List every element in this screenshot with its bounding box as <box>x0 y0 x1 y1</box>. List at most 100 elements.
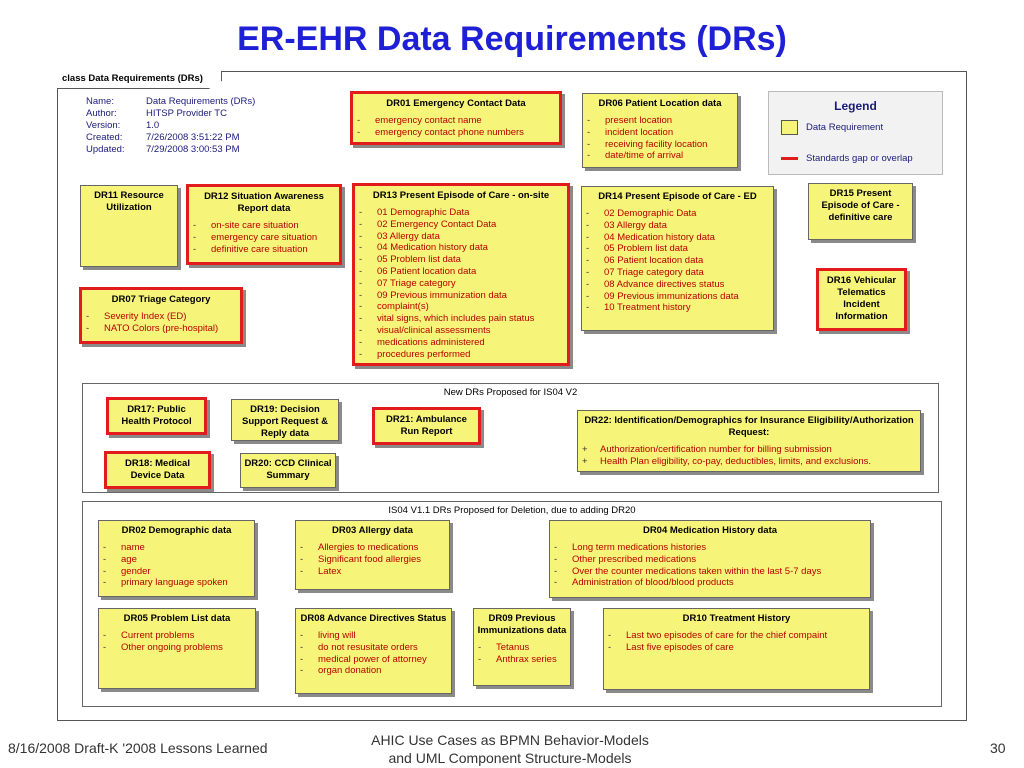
dr-item: -01 Demographic Data <box>359 207 470 218</box>
dr-title: DR16 Vehicular Telematics Incident Infor… <box>826 275 897 322</box>
dr-item-list: -Severity Index (ED)-NATO Colors (pre-ho… <box>82 311 240 335</box>
dr-item: -medical power of attorney <box>300 653 427 665</box>
dr01-box: DR01 Emergency Contact Data -emergency co… <box>350 91 562 145</box>
dr08-box: DR08 Advance Directives Status -living wi… <box>295 608 452 694</box>
dr-item-list: -present location-incident location-rece… <box>583 115 737 162</box>
dr-item: -visual/clinical assessments <box>359 324 491 336</box>
dr-item: -emergency contact name <box>357 115 482 126</box>
dr20-title: DR20: CCD Clinical Summary <box>244 458 332 481</box>
dr-item: -03 Allergy data <box>359 230 440 242</box>
dr-item: -08 Advance directives status <box>586 278 725 290</box>
dr-item: -09 Previous immunizations data <box>586 290 739 302</box>
dr18-title: DR18: Medical Device Data <box>125 458 190 481</box>
dr-title: DR12 Situation Awareness Report data <box>204 191 324 214</box>
dr09-box: DR09 Previous Immunizations data -Tetanus… <box>473 608 571 686</box>
diagram-metadata: Name:Data Requirements (DRs) Author:HITS… <box>86 96 255 156</box>
dr-title: DR05 Problem List data <box>123 613 231 624</box>
dr-item: +Authorization/certification number for … <box>582 444 832 455</box>
dr-item: +Health Plan eligibility, co-pay, deduct… <box>582 455 872 467</box>
dr-item: -living will <box>300 630 356 641</box>
dr-item-list: -emergency contact name-emergency contac… <box>353 115 559 139</box>
dr-item: -04 Medication history data <box>359 242 488 254</box>
dr-item: -Other prescribed medications <box>554 553 697 565</box>
meta-value: 7/29/2008 3:00:53 PM <box>146 144 240 155</box>
dr-item: -Current problems <box>103 630 195 641</box>
dr22-box: DR22: Identification/Demographics for In… <box>577 410 921 472</box>
dr-item: -05 Problem list data <box>586 243 688 255</box>
diagram-frame-label: class Data Requirements (DRs) <box>57 71 222 89</box>
dr-title: DR03 Allergy data <box>332 525 413 536</box>
dr-item: -Tetanus <box>478 642 530 653</box>
dr21-box: DR21: Ambulance Run Report <box>372 407 481 445</box>
dr-item: -10 Treatment history <box>586 302 691 314</box>
meta-key: Name: <box>86 96 114 107</box>
dr21-title: DR21: Ambulance Run Report <box>386 414 467 437</box>
dr07-box: DR07 Triage Category-Severity Index (ED)… <box>79 287 243 344</box>
meta-key: Version: <box>86 120 121 131</box>
dr-title: DR06 Patient Location data <box>598 98 722 109</box>
dr-title: DR02 Demographic data <box>121 525 232 536</box>
dr-item-list: -Current problems-Other ongoing problems <box>99 630 255 654</box>
dr06-box: DR06 Patient Location data -present locat… <box>582 93 738 168</box>
dr-item-list: +Authorization/certification number for … <box>578 444 920 468</box>
meta-value: 7/26/2008 3:51:22 PM <box>146 132 240 143</box>
dr19-title: DR19: Decision Support Request & Reply d… <box>241 404 329 439</box>
dr-item: -04 Medication history data <box>586 231 715 243</box>
dr-item: -09 Previous immunization data <box>359 289 507 301</box>
dr-title: DR11 Resource Utilization <box>94 190 164 213</box>
dr-item: -receiving facility location <box>587 138 708 150</box>
dr-item: -organ donation <box>300 665 382 677</box>
dr-title: DR08 Advance Directives Status <box>300 613 447 624</box>
gap-line-swatch <box>781 157 798 160</box>
dr-item: -Last two episodes of care for the chief… <box>608 630 828 641</box>
dr-item: -07 Triage category <box>359 277 456 289</box>
diagram-frame <box>57 71 967 721</box>
dr-item: -definitive care situation <box>193 243 308 255</box>
page-number: 30 <box>990 740 1006 756</box>
dr13-box: DR13 Present Episode of Care - on-site-0… <box>352 183 570 366</box>
dr-item-list: -on-site care situation-emergency care s… <box>189 220 339 255</box>
dr-title: DR10 Treatment History <box>682 613 791 624</box>
dr-item: -present location <box>587 115 673 126</box>
dr17-title: DR17: Public Health Protocol <box>121 404 192 427</box>
dr-item: -Allergies to medications <box>300 542 419 553</box>
dr-item: -vital signs, which includes pain status <box>359 313 535 325</box>
dr05-box: DR05 Problem List data -Current problems-… <box>98 608 256 689</box>
dr-item: -do not resusitate orders <box>300 641 418 653</box>
dr-title: DR09 Previous Immunizations data <box>477 613 567 636</box>
dr-item: -07 Triage category data <box>586 266 704 278</box>
dr-item: -05 Problem list data <box>359 254 461 266</box>
dr-item: -02 Emergency Contact Data <box>359 218 497 230</box>
dr-item: -primary language spoken <box>103 577 228 589</box>
dr-item: -complaint(s) <box>359 301 429 313</box>
dr-item: -gender <box>103 565 151 577</box>
dr-item: -age <box>103 553 137 565</box>
meta-value: HITSP Provider TC <box>146 108 227 119</box>
dr12-box: DR12 Situation Awareness Report data -on-… <box>186 184 342 265</box>
footer-line-1: AHIC Use Cases as BPMN Behavior-Models <box>371 732 649 748</box>
dr-item-list: -01 Demographic Data-02 Emergency Contac… <box>355 207 567 360</box>
dr-title: DR14 Present Episode of Care - ED <box>598 191 757 202</box>
dr-item: -procedures performed <box>359 348 471 360</box>
dr-item: -Latex <box>300 565 342 577</box>
meta-key: Author: <box>86 108 117 119</box>
deletion-drs-caption: IS04 V1.1 DRs Proposed for Deletion, due… <box>388 505 636 516</box>
legend-item-data-requirement: Data Requirement <box>781 120 883 135</box>
dr-item-list: -living will-do not resusitate orders-me… <box>296 630 451 677</box>
dr19-box: DR19: Decision Support Request & Reply d… <box>231 399 339 441</box>
dr-item: -emergency care situation <box>193 231 318 243</box>
dr-item: -name <box>103 542 145 553</box>
dr-title: DR22: Identification/Demographics for In… <box>584 415 914 438</box>
dr-item-list: -02 Demographic Data-03 Allergy data-04 … <box>582 208 773 314</box>
dr14-box: DR14 Present Episode of Care - ED -02 Dem… <box>581 186 774 331</box>
dr04-box: DR04 Medication History data-Long term m… <box>549 520 871 598</box>
dr-item: -Last five episodes of care <box>608 641 734 653</box>
dr-title: DR01 Emergency Contact Data <box>386 98 526 109</box>
dr-item: -NATO Colors (pre-hospital) <box>86 322 219 334</box>
dr-item: -Significant food allergies <box>300 553 421 565</box>
dr11-box: DR11 Resource Utilization <box>80 185 178 267</box>
dr-item: -Severity Index (ED) <box>86 311 187 322</box>
dr16-box: DR16 Vehicular Telematics Incident Infor… <box>816 268 907 331</box>
dr-item-list: -Last two episodes of care for the chief… <box>604 630 869 654</box>
dr-item: -emergency contact phone numbers <box>357 126 524 138</box>
